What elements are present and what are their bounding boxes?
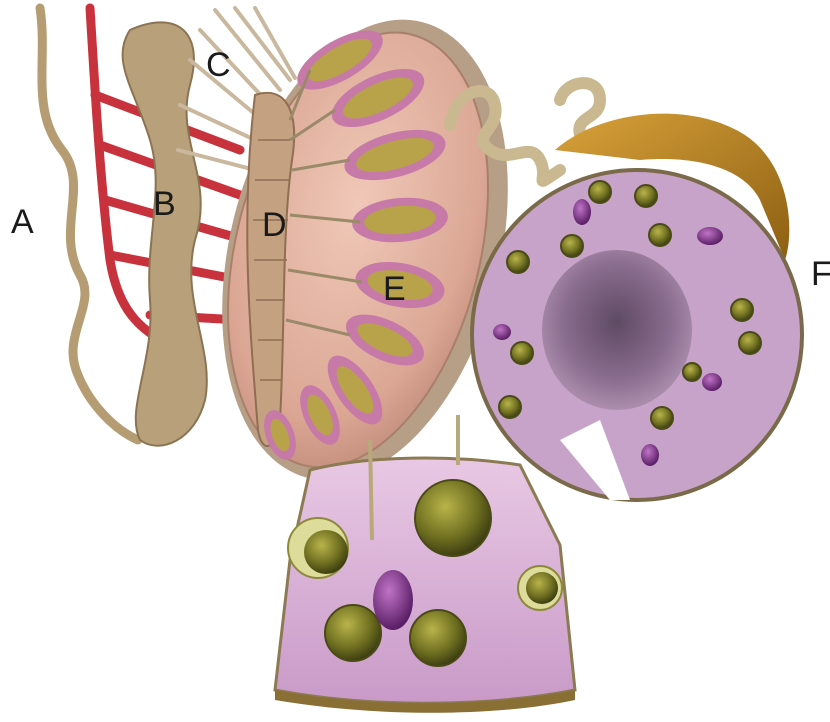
vas-deferens: [40, 8, 138, 440]
tube-lumen: [542, 250, 692, 410]
epididymis: [123, 22, 207, 445]
label-c: C: [206, 48, 231, 82]
label-e: E: [383, 272, 406, 306]
label-b: B: [153, 187, 176, 221]
tissue-purple-cell: [373, 570, 413, 630]
tubule-cross-section: [472, 114, 802, 500]
tissue-fiber-1: [370, 440, 372, 540]
label-d: D: [262, 208, 287, 242]
label-a: A: [11, 205, 34, 239]
label-f: F: [811, 257, 830, 291]
